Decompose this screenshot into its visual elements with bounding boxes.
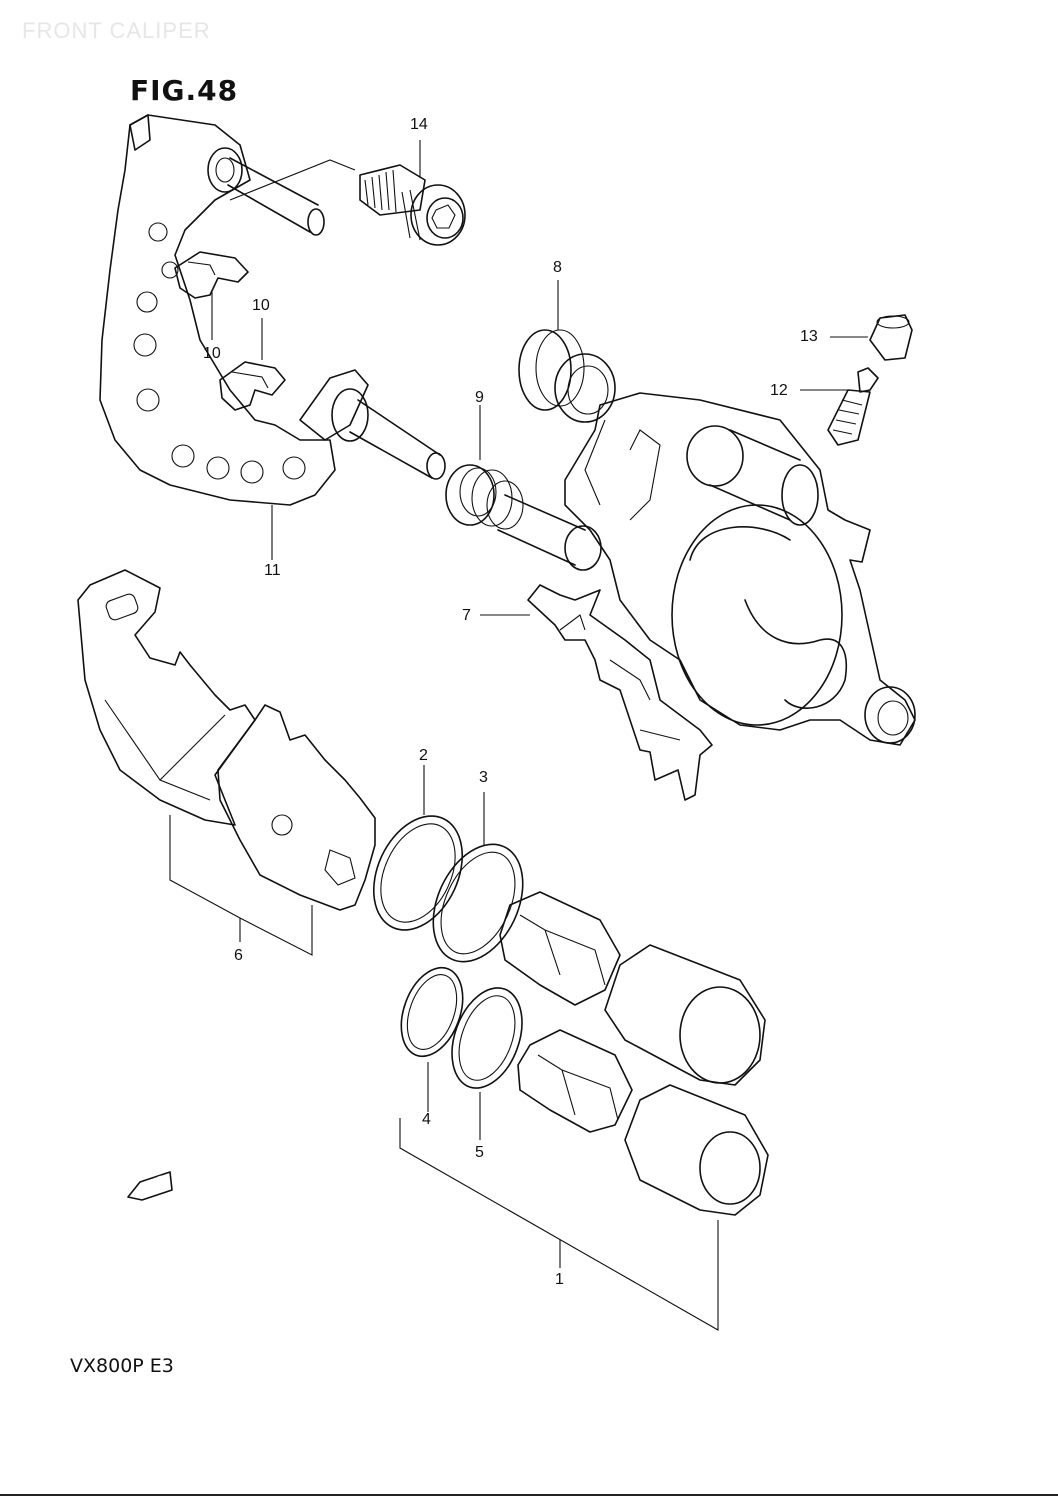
callout-12: 12 — [770, 382, 788, 399]
piston-insert-lower — [517, 1029, 633, 1133]
callout-1: 1 — [555, 1271, 564, 1288]
callout-13: 13 — [800, 328, 818, 345]
pad-spring-upper — [174, 251, 249, 299]
caliper-bracket — [99, 114, 336, 506]
bleeder-cap — [869, 314, 913, 361]
figure-label: FIG.48 — [130, 74, 239, 107]
piston-seal-2 — [372, 815, 464, 931]
bottom-border — [0, 1494, 1058, 1496]
callout-9: 9 — [475, 389, 484, 406]
callout-3: 3 — [479, 769, 488, 786]
callout-6: 6 — [234, 947, 243, 964]
caliper-boot — [518, 329, 616, 423]
callout-14: 14 — [410, 116, 428, 133]
forward-arrow-icon — [127, 1171, 173, 1201]
lower-slide-pin — [299, 369, 446, 480]
callout-4: 4 — [422, 1111, 431, 1128]
leader-lines — [169, 140, 868, 1331]
section-title: FRONT CALIPER — [22, 18, 211, 43]
callout-10-upper: 10 — [203, 345, 221, 362]
callout-5: 5 — [475, 1144, 484, 1161]
callout-11: 11 — [264, 562, 281, 579]
piston-upper — [604, 944, 766, 1086]
brake-pad-outer — [77, 569, 256, 826]
piston-insert-upper — [499, 891, 621, 1006]
callout-7: 7 — [462, 607, 471, 624]
callout-10-lower: 10 — [252, 297, 270, 314]
caliper-bolt — [359, 164, 466, 246]
model-code: VX800P E3 — [70, 1355, 174, 1377]
piston-lower — [624, 1084, 769, 1216]
callout-2: 2 — [419, 747, 428, 764]
pad-retainer — [527, 584, 713, 801]
pad-spring-lower — [219, 361, 286, 411]
piston-seal-4 — [400, 966, 464, 1058]
pin-boot — [445, 464, 602, 571]
callout-8: 8 — [553, 259, 562, 276]
brake-pad-inner — [217, 704, 376, 911]
dust-seal-3 — [432, 843, 524, 963]
dust-seal-5 — [451, 987, 523, 1089]
bleeder-valve — [827, 367, 879, 446]
caliper-body — [564, 392, 916, 746]
upper-slide-pin — [129, 114, 356, 236]
